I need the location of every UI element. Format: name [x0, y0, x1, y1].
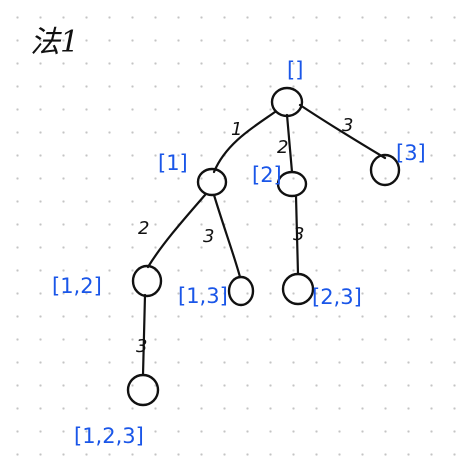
tree-node-n12 — [131, 264, 163, 298]
tree-node-n123 — [126, 373, 160, 407]
subset-label-n12: [1,2] — [52, 274, 102, 298]
edge-label-n2-n23: 3 — [293, 224, 304, 245]
edge-label-root-n1: 1 — [231, 119, 242, 140]
tree-node-n23 — [281, 272, 315, 306]
edge-n1-n13 — [212, 193, 242, 279]
subset-label-n2: [2] — [252, 163, 282, 187]
edge-n2-n23 — [294, 194, 300, 276]
subset-label-n123: [1,2,3] — [74, 424, 144, 448]
subset-label-n23: [2,3] — [312, 285, 362, 309]
tree-node-n3 — [369, 153, 401, 187]
edge-n1-n12 — [146, 193, 207, 269]
subset-label-n3: [3] — [396, 141, 426, 165]
subset-label-n13: [1,3] — [178, 284, 228, 308]
edge-root-n2 — [285, 113, 294, 174]
tree-node-n13 — [227, 275, 255, 307]
edge-n12-n123 — [141, 293, 147, 377]
subset-label-root: [] — [287, 58, 303, 82]
edge-root-n1 — [212, 110, 277, 174]
edge-label-n1-n12: 2 — [138, 218, 149, 239]
edge-label-root-n2: 2 — [277, 137, 288, 158]
tree-node-root — [270, 86, 304, 118]
edge-label-n1-n13: 3 — [203, 226, 214, 247]
edge-label-root-n3: 3 — [342, 115, 353, 136]
tree-node-n2 — [276, 170, 308, 198]
subset-label-n1: [1] — [158, 151, 188, 175]
diagram-title: 法1 — [30, 25, 79, 60]
tree-node-n1 — [196, 167, 228, 197]
edge-label-n12-n123: 3 — [136, 336, 147, 357]
edge-root-n3 — [298, 103, 387, 160]
